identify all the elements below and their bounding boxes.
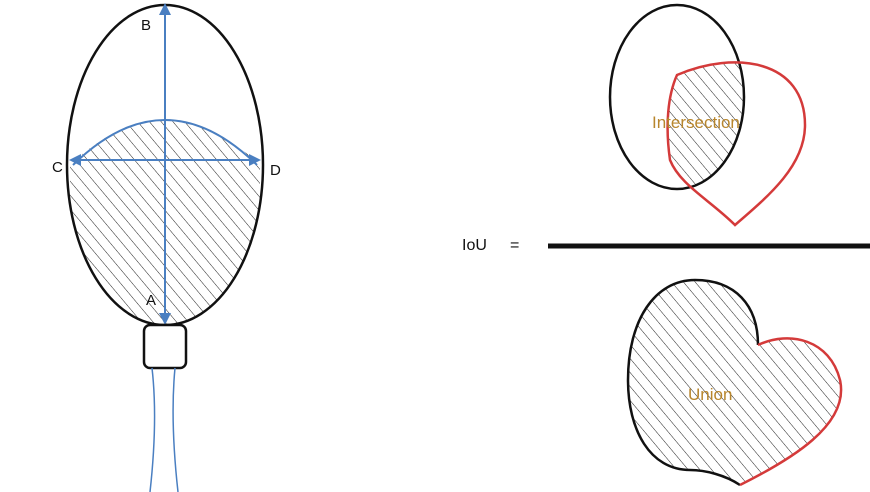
union-outline-red — [739, 337, 843, 487]
union-shape — [628, 280, 842, 485]
arrowhead-left — [69, 154, 81, 166]
iou-equation: IoU = Intersection Union — [462, 3, 870, 487]
arrowhead-right — [249, 154, 261, 166]
arrowhead-bottom — [159, 313, 171, 325]
ellipse-outline-top — [608, 3, 746, 191]
stem-right — [172, 367, 179, 492]
union-figure: Union — [626, 278, 843, 487]
intersection-label: Intersection — [652, 113, 740, 132]
stem-left — [149, 367, 156, 492]
intersection-figure: Intersection — [608, 3, 807, 227]
iou-label: IoU — [462, 237, 487, 254]
arrowhead-top — [159, 3, 171, 15]
intersection-hatch — [667, 62, 744, 189]
equals-sign: = — [510, 237, 519, 254]
union-outline-black — [626, 278, 760, 487]
bulb-base — [142, 323, 188, 370]
label-c: C — [52, 159, 63, 176]
teardrop-outline-top — [666, 61, 807, 227]
label-a: A — [146, 292, 156, 309]
label-b: B — [141, 17, 151, 34]
label-d: D — [270, 162, 281, 179]
bulb-figure: B C D A — [52, 3, 281, 492]
union-label: Union — [688, 385, 732, 404]
